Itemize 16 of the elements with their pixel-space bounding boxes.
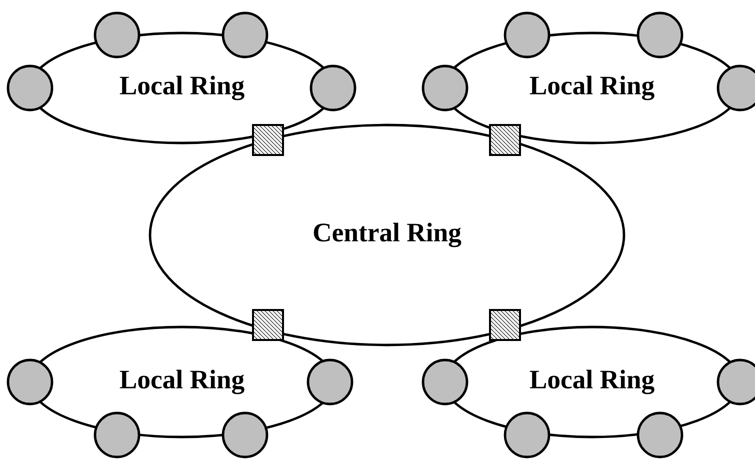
station-circle xyxy=(94,412,140,458)
station-circle xyxy=(504,412,550,458)
station-circle xyxy=(306,358,354,406)
station-circle xyxy=(222,12,268,58)
station-circle xyxy=(422,358,468,406)
station-circle xyxy=(422,64,468,112)
station-circle xyxy=(636,12,684,58)
station-circle xyxy=(222,412,268,458)
station-circle xyxy=(6,358,54,406)
station-circle xyxy=(310,64,356,112)
station-circle xyxy=(94,12,140,58)
station-circle xyxy=(716,64,755,112)
station-circle xyxy=(716,358,755,406)
station-circle xyxy=(636,412,684,458)
station-circle xyxy=(6,64,54,112)
station-circle xyxy=(504,12,550,58)
